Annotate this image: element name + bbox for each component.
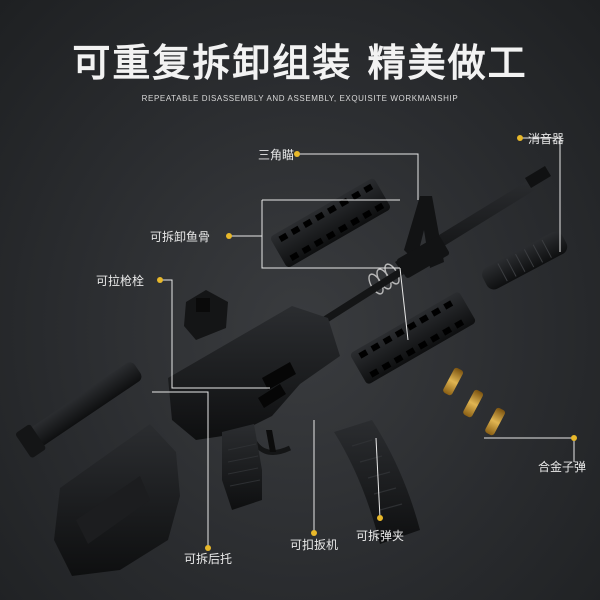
charging-handle-label: 可拉枪栓 (96, 274, 145, 288)
callout-lines (152, 137, 575, 548)
front-sight-part (396, 196, 450, 278)
front-sight-dot (294, 151, 300, 157)
rear-sight-part (184, 290, 228, 340)
stock-dot (205, 545, 211, 551)
bullets-label: 合金子弹 (538, 460, 587, 474)
magazine-part (334, 420, 420, 544)
handguard-dot (226, 233, 232, 239)
bullet-3 (485, 407, 506, 436)
trigger-label: 可扣扳机 (290, 538, 339, 552)
page-title: 可重复拆卸组装 精美做工 (72, 41, 528, 85)
trigger-dot (311, 530, 317, 536)
bullets-dot (571, 435, 577, 441)
stock-part (54, 424, 180, 576)
bullet-1 (443, 367, 464, 396)
stock-label: 可拆后托 (184, 552, 233, 566)
silencer-dot (517, 135, 523, 141)
magazine-label: 可拆弹夹 (356, 529, 405, 543)
trigger-blade (266, 430, 276, 452)
silencer-part (482, 231, 568, 290)
page-subtitle: REPEATABLE DISASSEMBLY AND ASSEMBLY, EXQ… (141, 94, 459, 103)
bullet-2 (463, 389, 484, 418)
charging-handle-dot (157, 277, 163, 283)
silencer-label: 消音器 (528, 132, 565, 146)
upper-handguard-part (271, 178, 390, 267)
lower-handguard-part (350, 292, 476, 384)
pistol-grip-part (222, 424, 262, 510)
buffer-tube-part (15, 362, 142, 458)
gas-tube-part (318, 268, 404, 326)
magazine-dot (377, 515, 383, 521)
handguard-label: 可拆卸鱼骨 (150, 230, 211, 244)
receiver-part (168, 306, 340, 440)
front-sight-label: 三角瞄 (258, 148, 295, 162)
